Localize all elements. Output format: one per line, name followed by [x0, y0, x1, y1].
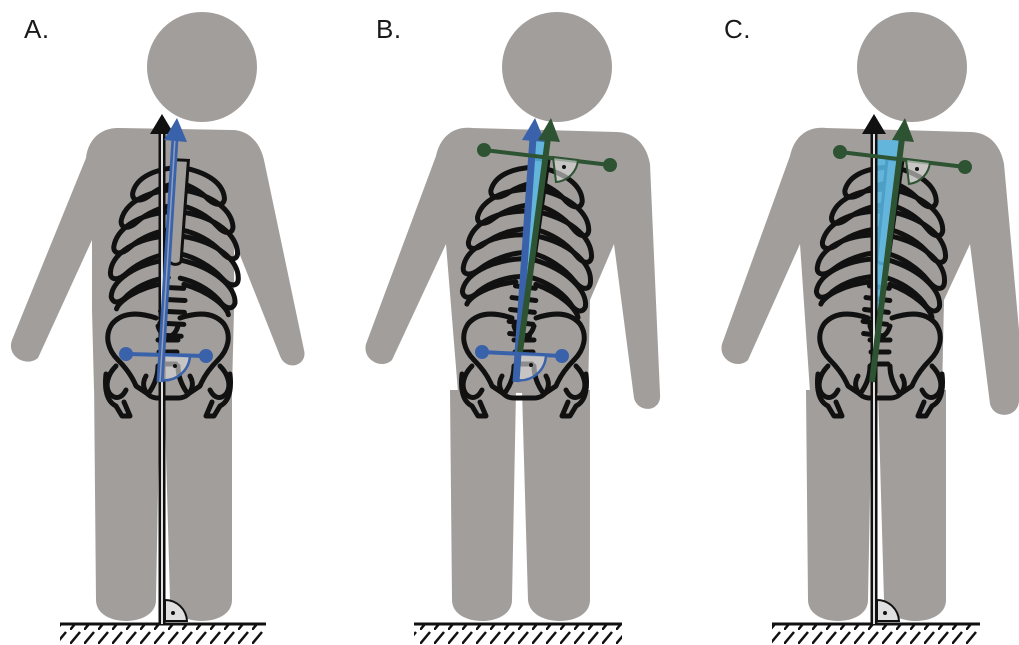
figure-b: [365, 12, 660, 645]
body-silhouette: [721, 12, 1019, 621]
ground: [414, 624, 622, 645]
figure-c: [721, 12, 1019, 645]
ground: [60, 624, 266, 645]
figure-a: [11, 12, 305, 645]
ground: [772, 624, 980, 645]
